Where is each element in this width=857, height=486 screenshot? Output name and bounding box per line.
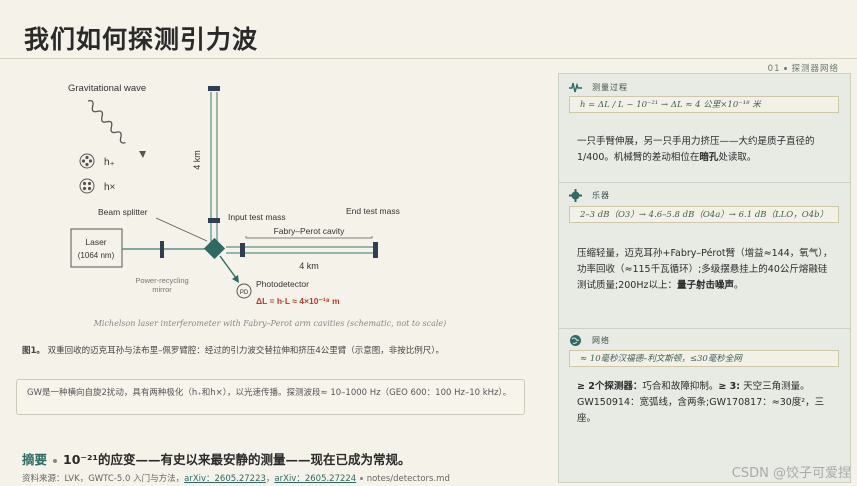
dot-separator xyxy=(53,458,58,463)
network-text: ≥ 2个探测器：巧合和故障抑制。≥ 3: 天空三角测量。GW150914：宽弧线… xyxy=(577,379,835,427)
network-text-bold-1: ≥ 2个探测器： xyxy=(577,381,643,392)
measure-header: 测量过程 xyxy=(569,81,628,94)
recycling-label: Power-recycling xyxy=(135,276,188,285)
sources-separator: ， xyxy=(265,474,275,484)
side-panel: 测量过程 h = ΔL / L ~ 10⁻²¹ → ΔL ≈ 4 公里×10⁻¹… xyxy=(558,73,851,483)
arxiv-link-1[interactable]: arXiv：2605.27223 xyxy=(184,474,266,484)
globe-icon xyxy=(570,335,581,346)
sources: 资料来源：LVK，GWTC-5.0 入门与方法，arXiv：2605.27223… xyxy=(22,472,450,484)
arxiv-link-2[interactable]: arXiv：2605.27224 xyxy=(274,474,357,484)
gear-icon xyxy=(569,189,582,202)
instrument-header: 乐器 xyxy=(569,189,610,202)
interferometer-diagram: Gravitational wave h₊ h× 4 km Fabry–Pero… xyxy=(68,83,400,306)
network-title: 网络 xyxy=(592,336,610,345)
measure-text-b: 处读取。 xyxy=(718,152,757,163)
title-divider xyxy=(0,58,857,59)
end-test-mass-label: End test mass xyxy=(346,206,400,216)
end-test-mass-vertical xyxy=(208,86,220,91)
section-tag: 01 探测器网络 xyxy=(768,62,839,74)
note-box: GW是一种横向自旋2扰动，具有两种极化（h₊和h×），以光速传播。探测波段≈ 1… xyxy=(16,379,525,415)
instrument-text-b: 。 xyxy=(733,280,744,291)
delta-l-formula: ΔL = h·L ≈ 4×10⁻¹⁸ m xyxy=(256,296,340,306)
input-test-mass-label: Input test mass xyxy=(228,212,286,222)
summary: 摘要 10⁻²¹的应变——有史以来最安静的测量——现在已成为常规。 xyxy=(22,449,410,468)
h-cross-icon xyxy=(79,178,95,194)
network-text-b: 天空三角测量。GW150914：宽弧线，含两条;GW170817：≈30度²，三… xyxy=(577,381,825,424)
photodetector-icon xyxy=(236,283,252,299)
figure-caption-label: 图1。 xyxy=(22,346,45,356)
instrument-text: 压缩轻量，迈克耳孙+Fabry–Pérot臂（增益≈144，氧气），功率回收（≈… xyxy=(577,246,835,294)
photodetector-label: Photodetector xyxy=(256,279,309,289)
end-test-mass-horizontal xyxy=(373,242,378,258)
recycling-mirror-label: mirror xyxy=(152,285,172,294)
section-label: 探测器网络 xyxy=(791,64,839,74)
network-formula: ≈ 10毫秒汉福德–利文斯顿，≤30毫秒全网 xyxy=(569,350,839,367)
fabry-perot-bracket xyxy=(245,236,373,239)
measure-text-a: 一只手臂伸展，另一只手用力挤压——大约是质子直径的1/400。机械臂的差动相位在 xyxy=(577,136,815,163)
page-title: 我们如何探测引力波 xyxy=(24,25,259,54)
measure-text: 一只手臂伸展，另一只手用力挤压——大约是质子直径的1/400。机械臂的差动相位在… xyxy=(577,134,835,166)
watermark: CSDN @饺子可爱捏 xyxy=(731,466,851,481)
wave-arrow-icon xyxy=(139,151,146,158)
vertical-arm xyxy=(210,92,218,242)
instrument-title: 乐器 xyxy=(592,191,610,200)
waveform-icon xyxy=(569,82,582,93)
dot-separator xyxy=(784,67,788,70)
measure-text-bold: 暗孔 xyxy=(699,152,719,163)
output-arrow-icon xyxy=(232,275,239,283)
h-plus-label: h₊ xyxy=(104,157,115,168)
summary-text: 10⁻²¹的应变——有史以来最安静的测量——现在已成为常规。 xyxy=(63,452,411,467)
beam-splitter xyxy=(203,237,226,260)
instrument-text-a: 压缩轻量，迈克耳孙+Fabry–Pérot臂（增益≈144，氧气），功率回收（≈… xyxy=(577,248,833,291)
diagram-caption: Michelson laser interferometer with Fabr… xyxy=(93,319,447,328)
panel-divider xyxy=(559,328,850,329)
gw-label: Gravitational wave xyxy=(68,83,146,94)
network-text-bold-2: ≥ 3: xyxy=(718,381,741,392)
instrument-formula: 2–3 dB（O3）→ 4.6–5.8 dB（O4a）→ 6.1 dB（LLO，… xyxy=(569,206,839,223)
laser-box xyxy=(70,228,123,268)
section-number: 01 xyxy=(767,64,781,74)
h-plus-icon xyxy=(79,153,95,169)
figure-caption-text: 双重回收的迈克耳孙与法布里–佩罗臂腔：经过的引力波交替拉伸和挤压4公里臂（示意图… xyxy=(47,346,445,356)
dot-separator xyxy=(360,477,363,480)
instrument-text-bold: 量子射击噪声 xyxy=(676,280,734,291)
beam-splitter-label: Beam splitter xyxy=(98,207,148,217)
laser-label: Laser xyxy=(85,237,106,247)
network-header: 网络 xyxy=(569,334,610,347)
pd-badge: PD xyxy=(240,290,249,296)
measure-formula: h = ΔL / L ~ 10⁻²¹ → ΔL ≈ 4 公里×10⁻¹⁸ 米 xyxy=(569,96,839,113)
network-text-mid: 巧合和故障抑制。 xyxy=(642,381,719,392)
vertical-arm-length: 4 km xyxy=(192,150,202,170)
fabry-perot-label: Fabry–Perot cavity xyxy=(274,226,346,236)
power-recycling-mirror xyxy=(160,241,164,258)
input-test-mass-horizontal xyxy=(240,243,245,257)
measure-title: 测量过程 xyxy=(592,83,628,92)
sources-notes: notes/detectors.md xyxy=(366,474,450,484)
input-test-mass-vertical xyxy=(208,218,220,223)
horizontal-arm xyxy=(226,246,376,254)
laser-wavelength-label: (1064 nm) xyxy=(78,251,115,260)
summary-label: 摘要 xyxy=(22,452,48,467)
output-beam xyxy=(219,255,237,279)
horizontal-arm-length: 4 km xyxy=(299,261,319,271)
figure-caption: 图1。 双重回收的迈克耳孙与法布里–佩罗臂腔：经过的引力波交替拉伸和挤压4公里臂… xyxy=(22,344,444,356)
h-cross-label: h× xyxy=(104,182,116,193)
sources-prefix: 资料来源：LVK，GWTC-5.0 入门与方法， xyxy=(22,474,185,484)
panel-divider xyxy=(559,182,850,183)
beam-splitter-leader xyxy=(155,217,208,242)
gravitational-wave-icon xyxy=(87,100,126,144)
